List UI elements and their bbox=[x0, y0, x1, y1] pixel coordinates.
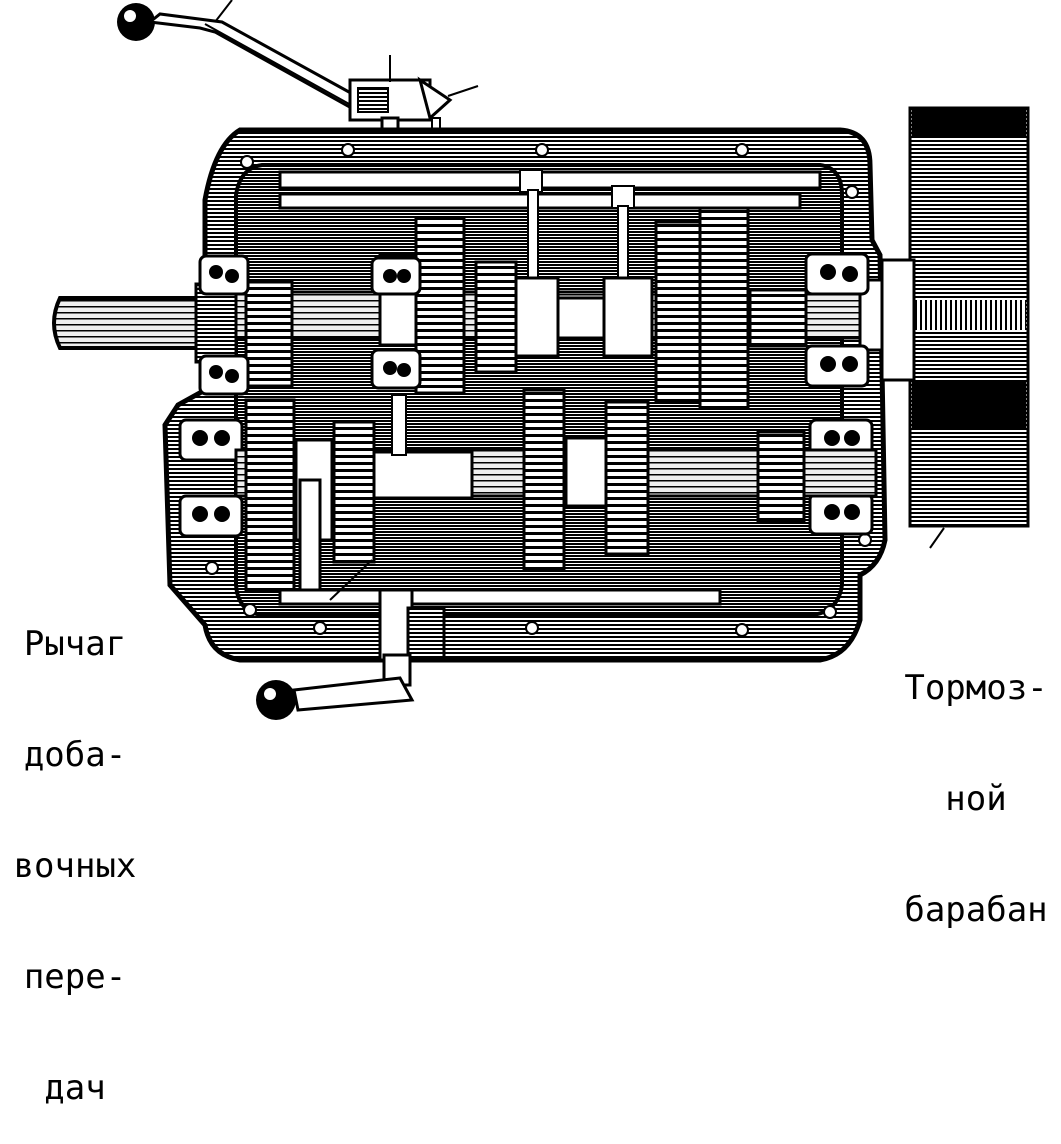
label-line: вочных bbox=[13, 846, 137, 886]
label-line: Тормоз- bbox=[904, 668, 1048, 708]
lower-lever bbox=[256, 559, 446, 720]
gearbox-diagram bbox=[52, 0, 1030, 720]
upper-gears bbox=[244, 206, 808, 410]
input-shaft bbox=[52, 282, 238, 364]
label-line: барабан bbox=[904, 890, 1048, 930]
aux-gear-lever-label: Рычаг доба- вочных пере- дач bbox=[4, 552, 146, 1144]
label-line: ной bbox=[945, 779, 1007, 819]
label-line: доба- bbox=[23, 735, 127, 775]
shift-rails bbox=[278, 169, 822, 287]
label-line: пере- bbox=[23, 957, 127, 997]
label-line: дач bbox=[44, 1068, 106, 1108]
brake-drum-label: Тормоз- ной барабан bbox=[896, 596, 1056, 966]
brake-drum bbox=[880, 106, 1030, 549]
label-line: Рычаг bbox=[23, 624, 127, 664]
